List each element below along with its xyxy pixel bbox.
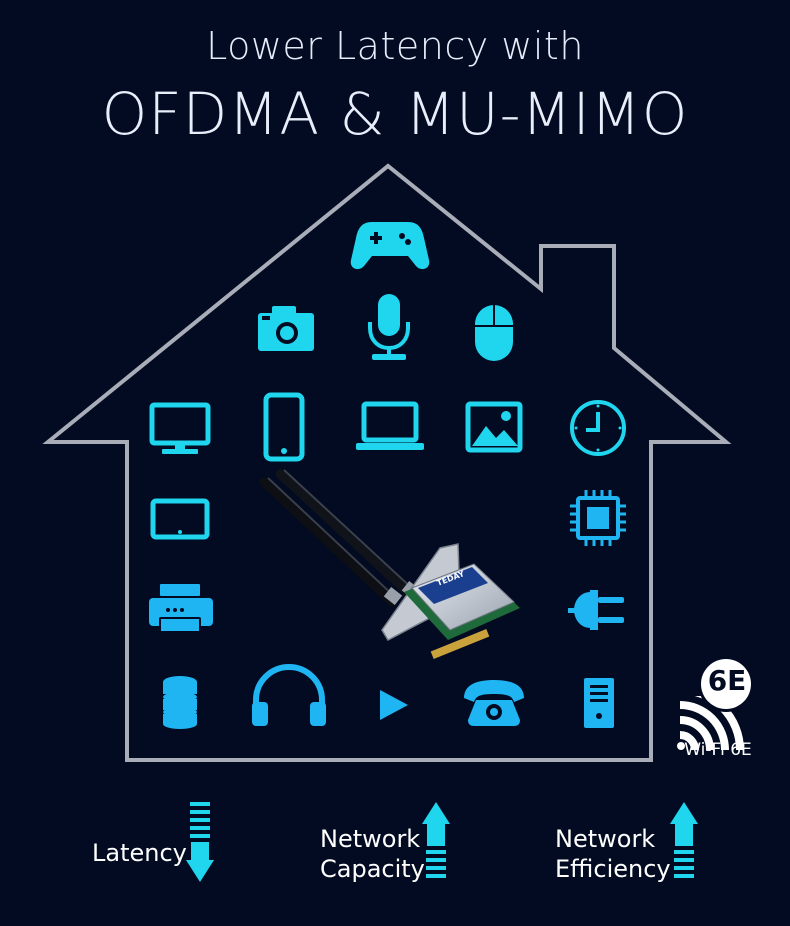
heading-line-1: Lower Latency with	[206, 24, 584, 68]
play-icon	[380, 690, 408, 720]
wifi-card-image: TEDAY	[259, 469, 520, 659]
network-efficiency-label: Network Efficiency	[555, 825, 671, 883]
capacity-up-arrow-icon	[422, 802, 450, 878]
wifi-6e-badge-label: Wi-Fi 6E	[684, 740, 752, 760]
monitor-icon	[149, 402, 211, 454]
clock-icon	[570, 400, 626, 456]
gamepad-icon	[350, 222, 430, 270]
camera-icon	[258, 306, 314, 351]
telephone-icon	[464, 680, 524, 726]
wifi-6e-badge-icon	[676, 656, 754, 751]
wifi-6e-badge-code: 6E	[707, 664, 747, 697]
mouse-icon	[475, 305, 513, 361]
pc-tower-icon	[584, 678, 614, 728]
headphones-icon	[252, 664, 326, 726]
printer-icon	[149, 584, 213, 633]
efficiency-up-arrow-icon	[670, 802, 698, 878]
laptop-icon	[356, 401, 424, 450]
microphone-icon	[368, 294, 410, 360]
image-icon	[465, 401, 523, 453]
smartphone-icon	[263, 392, 305, 462]
network-capacity-label: Network Capacity	[320, 825, 425, 883]
heading-line-2: OFDMA & MU-MIMO	[101, 80, 689, 148]
house-outline	[42, 163, 732, 762]
database-icon	[163, 676, 197, 729]
cpu-chip-icon	[570, 490, 626, 546]
power-plug-icon	[568, 590, 624, 630]
latency-label: Latency	[92, 839, 187, 867]
latency-down-arrow-icon	[186, 802, 214, 882]
tablet-icon	[150, 498, 210, 540]
